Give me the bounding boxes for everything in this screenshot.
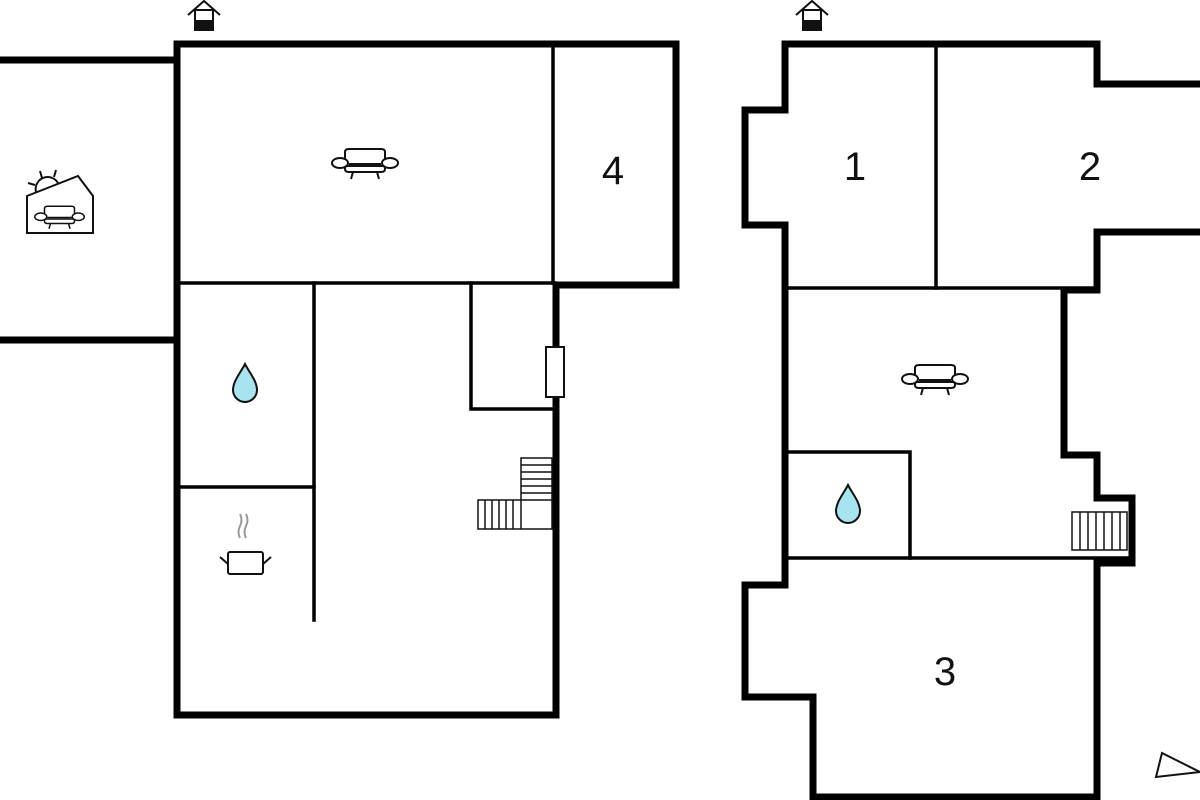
room-number-1: 1 bbox=[844, 145, 866, 189]
water-drop-icon bbox=[232, 363, 258, 403]
sofa-icon bbox=[901, 364, 969, 396]
water-drop-icon bbox=[835, 484, 861, 524]
terrace-walls bbox=[0, 56, 179, 344]
stairs-icon bbox=[477, 457, 553, 530]
outer-wall-lower bbox=[741, 40, 1200, 800]
stairs-icon bbox=[1071, 511, 1128, 551]
sun-terrace-icon bbox=[26, 169, 94, 234]
window bbox=[545, 346, 565, 398]
outer-wall bbox=[781, 40, 1200, 88]
ground-floor-plan: 4 bbox=[0, 0, 680, 719]
room-number-4: 4 bbox=[602, 149, 624, 193]
room-number-2: 2 bbox=[1079, 145, 1101, 189]
entrance-icon bbox=[795, 0, 829, 31]
cooking-pot-icon bbox=[219, 513, 272, 575]
sofa-icon bbox=[331, 148, 399, 180]
interior-walls bbox=[175, 42, 557, 622]
interior-walls bbox=[783, 42, 1132, 560]
outer-wall bbox=[173, 40, 680, 719]
room-number-3: 3 bbox=[934, 650, 956, 694]
first-floor-plan: 1 2 3 bbox=[741, 0, 1200, 800]
entrance-icon bbox=[187, 0, 221, 31]
compass-triangle-icon bbox=[1154, 751, 1200, 779]
